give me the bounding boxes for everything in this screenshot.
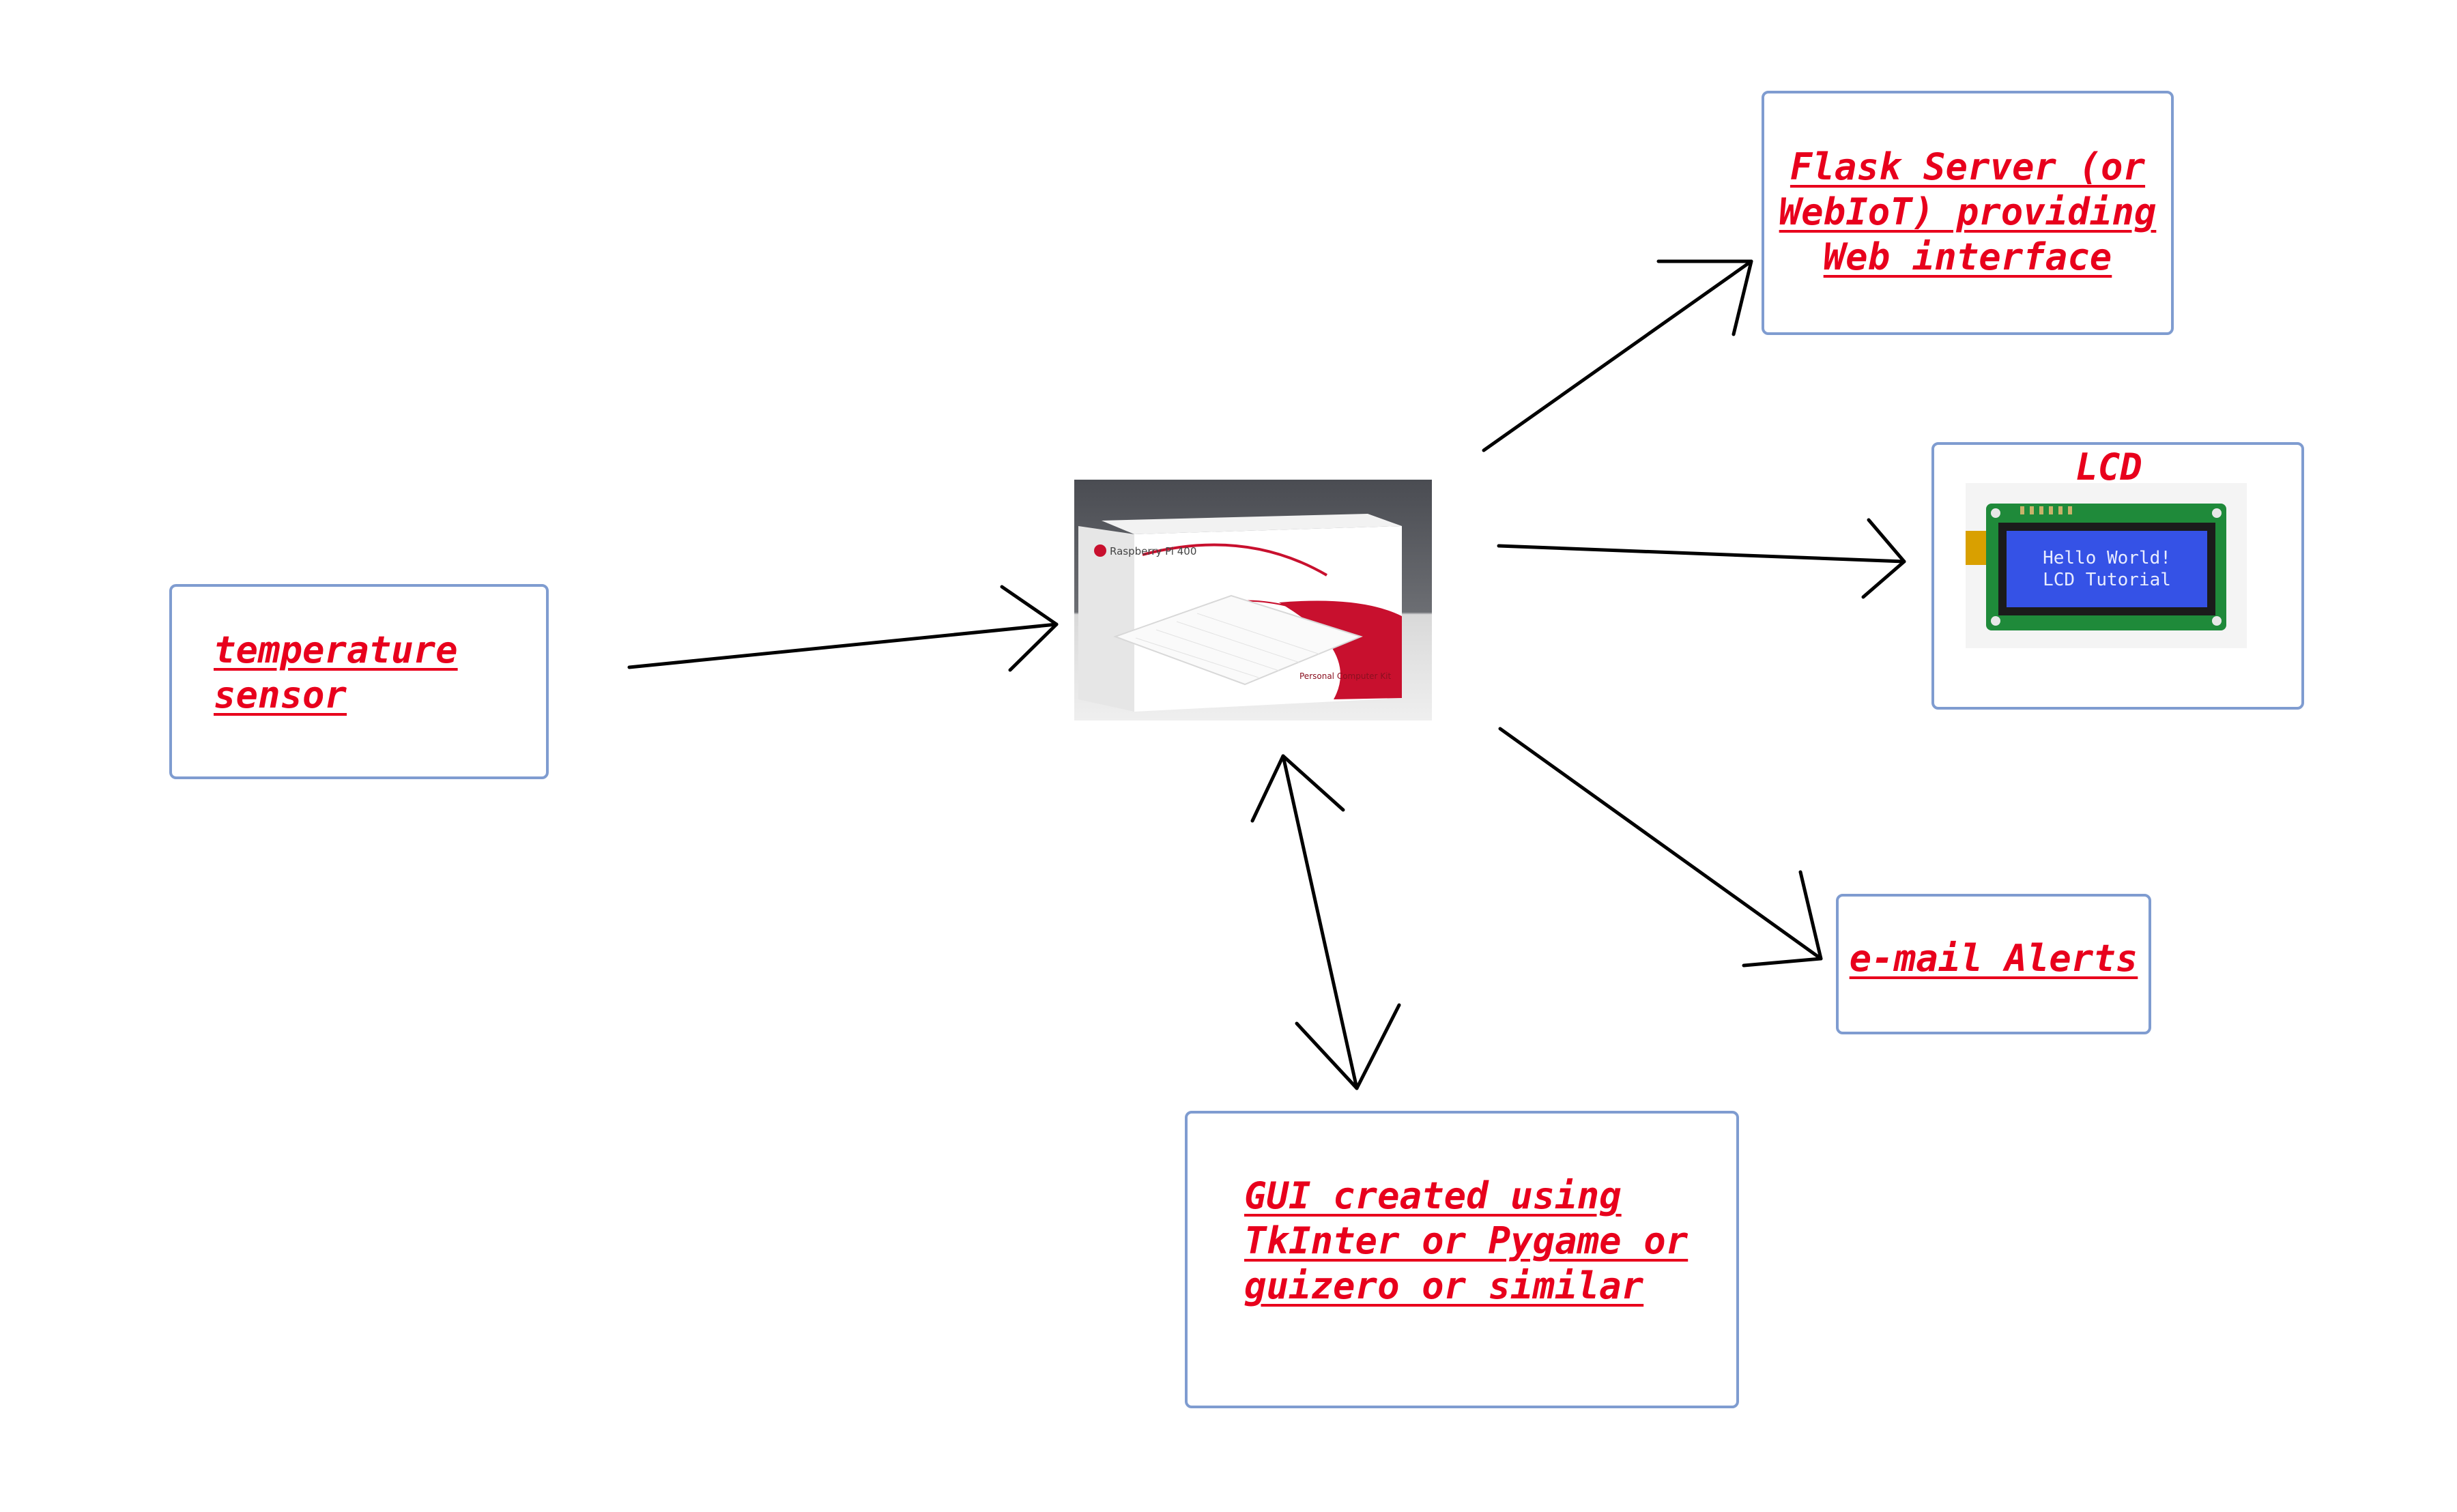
pi-box-brand-text: Raspberry Pi 400 — [1110, 545, 1196, 557]
arrow-pi-to-email — [1498, 727, 1823, 968]
arrow-pi-gui-bidirectional — [1250, 754, 1401, 1090]
lcd-screen-line1: Hello World! — [2043, 548, 2171, 568]
raspberry-pi-400-photo: Raspberry Pi 400 Personal Computer Kit — [1074, 480, 1432, 721]
arrow-pi-to-flask — [1482, 259, 1753, 452]
lcd-screen-line2: LCD Tutorial — [2043, 570, 2171, 590]
pi-box-subtext: Personal Computer Kit — [1299, 671, 1391, 681]
email-alerts-label: e-mail Alerts — [1849, 937, 2138, 980]
lcd-module-image: Hello World! LCD Tutorial — [1966, 483, 2247, 648]
arrow-sensor-to-pi — [627, 585, 1059, 672]
temperature-sensor-label: temperature sensor — [214, 628, 458, 716]
flask-server-label: Flask Server (or WebIoT) providing Web i… — [1779, 145, 2157, 278]
lcd-label: LCD — [2075, 446, 2142, 489]
flask-server-node — [1762, 91, 2174, 335]
email-alerts-node — [1836, 894, 2151, 1034]
gui-label: GUI created using TkInter or Pygame or g… — [1244, 1174, 1689, 1307]
gui-node — [1185, 1111, 1739, 1408]
temperature-sensor-node — [169, 584, 549, 779]
arrow-pi-to-lcd — [1497, 518, 1906, 599]
